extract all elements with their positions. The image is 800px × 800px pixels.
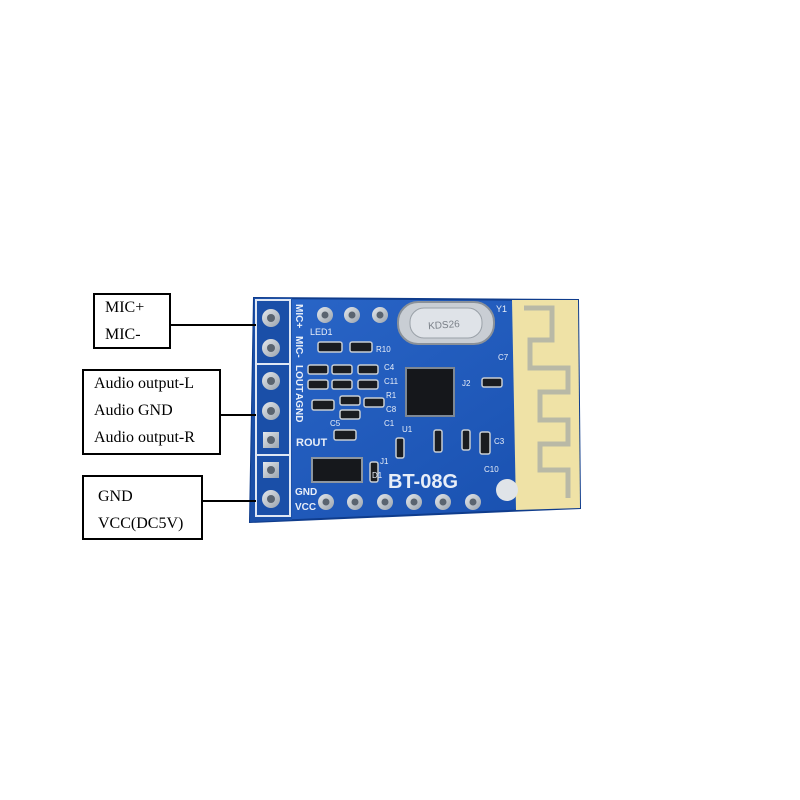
silk-r10: R10 [376,345,391,354]
mic-plus-label: MIC+ [105,299,145,316]
silk-crystal: Y1 [496,304,507,314]
silk-mic-plus: MIC+ [293,304,304,328]
antenna-trace [524,305,571,498]
audio-connector [220,414,256,416]
bottom-pads [318,479,518,510]
silk-rout: ROUT [296,437,327,449]
audio-output-r-label: Audio output-R [94,429,195,446]
silk-mic-minus: MIC- [293,336,304,358]
main-ic [405,367,455,417]
silk-c1: C1 [384,419,395,428]
mic-minus-label: MIC- [105,326,141,343]
silk-r1: R1 [386,391,397,400]
header-pins [262,309,280,508]
silk-crystal-mark: KDS26 [428,319,461,332]
silk-gnd: GND [295,487,317,498]
regulator [311,457,363,483]
silk-led: LED1 [310,327,333,337]
audio-gnd-label: Audio GND [94,402,173,419]
silk-vcc: VCC [295,502,316,513]
silk-c7: C7 [498,353,509,362]
silk-lout: LOUT [293,365,304,392]
mic-label-box: MIC+ MIC- [93,293,171,349]
audio-output-l-label: Audio output-L [94,375,194,392]
silk-c8: C8 [386,405,397,414]
silk-u1: U1 [402,425,413,434]
silk-c11: C11 [384,377,399,386]
audio-label-box: Audio output-L Audio GND Audio output-R [82,369,221,455]
silk-c10: C10 [484,465,499,474]
silk-c4: C4 [384,363,395,372]
mic-connector [170,324,256,326]
silk-d1: D1 [372,471,383,480]
gnd-label: GND [98,488,133,505]
silk-c5: C5 [330,419,341,428]
silk-j1: J1 [380,457,389,466]
silk-model: BT-08G [388,471,458,493]
power-label-box: GND VCC(DC5V) [82,475,203,540]
smd-components [307,341,503,483]
power-connector [202,500,256,502]
top-pads [317,307,388,323]
vcc-label: VCC(DC5V) [98,515,184,532]
silk-j2: J2 [462,379,471,388]
silk-agnd: AGND [293,393,304,422]
silk-c3: C3 [494,437,505,446]
